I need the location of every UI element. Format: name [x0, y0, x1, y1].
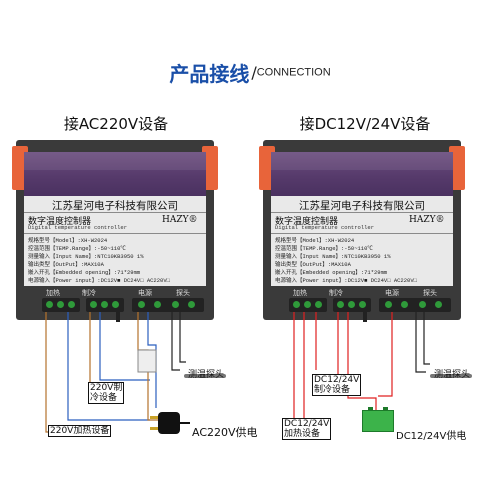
- left-probe-wire: [179, 312, 186, 363]
- terminal-block-cool: [86, 298, 124, 312]
- model-cn: 数字温度控制器: [28, 217, 92, 227]
- right-power-wire: [347, 312, 377, 410]
- spec-range: 控温范围【TEMP.Range】:-50~110℃: [28, 245, 126, 252]
- right-power-label: DC12/24V供电: [396, 431, 467, 442]
- title-sub: CONNECTION: [256, 66, 331, 79]
- terminal-label-power: 电源: [385, 289, 399, 297]
- left-cool-wire-b: [99, 312, 150, 381]
- right-temp-probe: [430, 374, 472, 378]
- spec-output: 输出类型【OutPut】:MAX10A: [28, 261, 104, 268]
- left-temp-probe: [184, 374, 226, 378]
- model-en: Digital temperature controller: [275, 224, 375, 231]
- spec-power: 电源输入【Power input】:DC12V■ DC24V□ AC220V□: [275, 277, 417, 284]
- left-power-wire-b: [147, 312, 157, 408]
- mount-clip: [202, 146, 218, 190]
- terminal-label-cool: 制冷: [82, 289, 96, 297]
- left-heat-wire-b: [67, 312, 150, 421]
- spec-output: 输出类型【OutPut】:MAX10A: [275, 261, 351, 268]
- terminal-block-heat: [289, 298, 327, 312]
- terminal-block-probe: [166, 298, 204, 312]
- right-probe-label: 测温探头: [434, 370, 471, 380]
- brand: HAZY®: [162, 215, 198, 225]
- terminal-label-probe: 探头: [423, 289, 437, 297]
- left-cooling-label: 220V制 冷设备: [88, 382, 125, 404]
- spec-input: 测量输入【Input Name】:NTC10KB3950 1%: [28, 253, 144, 260]
- spec-range: 控温范围【TEMP.Range】:-50~110℃: [275, 245, 373, 252]
- right-heating-label: DC12/24V 加热设备: [282, 418, 332, 440]
- diagram-title: 产品接线/CONNECTION: [0, 58, 500, 87]
- right-probe-wire: [423, 312, 430, 365]
- right-power-wire: [378, 312, 393, 397]
- terminal-label-heat: 加热: [46, 289, 60, 297]
- model-en: Digital temperature controller: [28, 224, 128, 231]
- spec-input: 测量输入【Input Name】:NTC10KB3950 1%: [275, 253, 391, 260]
- cable-knob: [363, 312, 367, 322]
- right-probe-wire: [415, 312, 426, 373]
- spec-model: 规格型号【Model】:XH-W2024: [28, 237, 108, 244]
- terminal-label-cool: 制冷: [329, 289, 343, 297]
- left-controller: 江苏星河电子科技有限公司 数字温度控制器 Digital temperature…: [12, 140, 218, 322]
- relay-icon: [137, 349, 157, 373]
- battery-icon: [362, 407, 394, 432]
- terminal-block-heat: [42, 298, 80, 312]
- label-plate: [271, 196, 453, 286]
- left-heating-label: 220V加热设备: [48, 425, 112, 437]
- terminal-block-cool: [333, 298, 371, 312]
- spec-power: 电源输入【Power input】:DC12V■ DC24V□ AC220V□: [28, 277, 170, 284]
- spec-opening: 嵌入开孔【Embedded opening】:71*29mm: [28, 269, 141, 276]
- lcd-display: [271, 152, 453, 196]
- terminal-block-power: [132, 298, 170, 312]
- left-heat-wire-a: [45, 312, 64, 433]
- left-probe-label: 测温探头: [188, 370, 225, 380]
- terminal-block-power: [379, 298, 417, 312]
- left-probe-wire: [171, 312, 180, 371]
- title-main: 产品接线: [169, 62, 250, 86]
- company-name: 江苏星河电子科技有限公司: [52, 200, 178, 212]
- spec-opening: 嵌入开孔【Embedded opening】:71*29mm: [275, 269, 388, 276]
- cable-knob: [116, 312, 120, 322]
- spec-model: 规格型号【Model】:XH-W2024: [275, 237, 355, 244]
- right-cooling-label: DC12/24V 制冷设备: [312, 374, 362, 396]
- terminal-label-probe: 探头: [176, 289, 190, 297]
- lcd-display: [24, 152, 206, 196]
- left-heading: 接AC220V设备: [63, 115, 169, 133]
- company-name: 江苏星河电子科技有限公司: [299, 200, 425, 212]
- mount-clip: [449, 146, 465, 190]
- brand: HAZY®: [409, 215, 445, 225]
- terminal-block-probe: [413, 298, 451, 312]
- terminal-label-power: 电源: [138, 289, 152, 297]
- label-plate: [24, 196, 206, 286]
- title-slash: /: [251, 63, 257, 82]
- terminal-label-heat: 加热: [293, 289, 307, 297]
- right-controller: 江苏星河电子科技有限公司 数字温度控制器 Digital temperature…: [259, 140, 465, 322]
- model-cn: 数字温度控制器: [275, 217, 339, 227]
- right-heading: 接DC12V/24V设备: [299, 115, 431, 133]
- left-power-label: AC220V供电: [192, 426, 258, 439]
- plug-icon: [158, 412, 180, 434]
